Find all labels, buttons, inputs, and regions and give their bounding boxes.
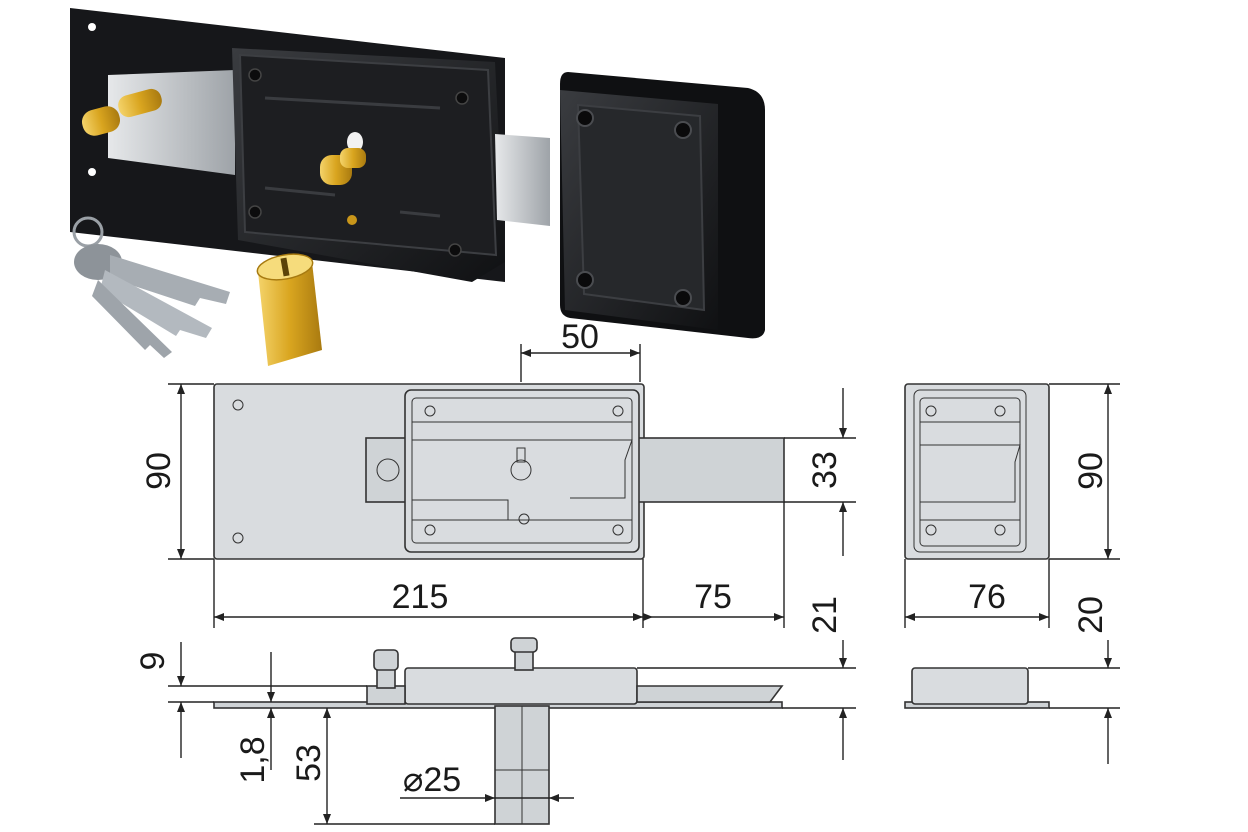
dim-top-offset: 50 <box>561 318 599 356</box>
brass-cylinder-photo <box>256 253 322 366</box>
dim-body-length: 215 <box>392 578 449 616</box>
dim-body-depth: 21 <box>806 596 844 634</box>
dim-strike-height: 90 <box>1072 452 1110 490</box>
strike-side-drawing <box>904 667 1050 709</box>
dim-bolt-height: 33 <box>806 451 844 489</box>
dim-bolt-projection: 75 <box>694 578 732 616</box>
dim-front-height: 90 <box>140 452 178 490</box>
keys-photo <box>72 216 230 358</box>
dim-strike-depth: 20 <box>1072 596 1110 634</box>
side-view-drawing <box>213 637 784 825</box>
lock-body-photo <box>70 8 550 282</box>
dim-knob-height: 9 <box>134 652 172 671</box>
front-view-drawing <box>213 383 785 560</box>
dim-cylinder-length: 53 <box>290 744 328 782</box>
strike-front-drawing <box>904 383 1050 560</box>
strike-plate-photo <box>560 72 765 339</box>
dimension-lines <box>168 344 1120 825</box>
dim-strike-width: 76 <box>968 578 1006 616</box>
dim-plate-thickness: 1,8 <box>234 736 272 783</box>
dim-cylinder-diameter: ⌀25 <box>403 761 461 799</box>
